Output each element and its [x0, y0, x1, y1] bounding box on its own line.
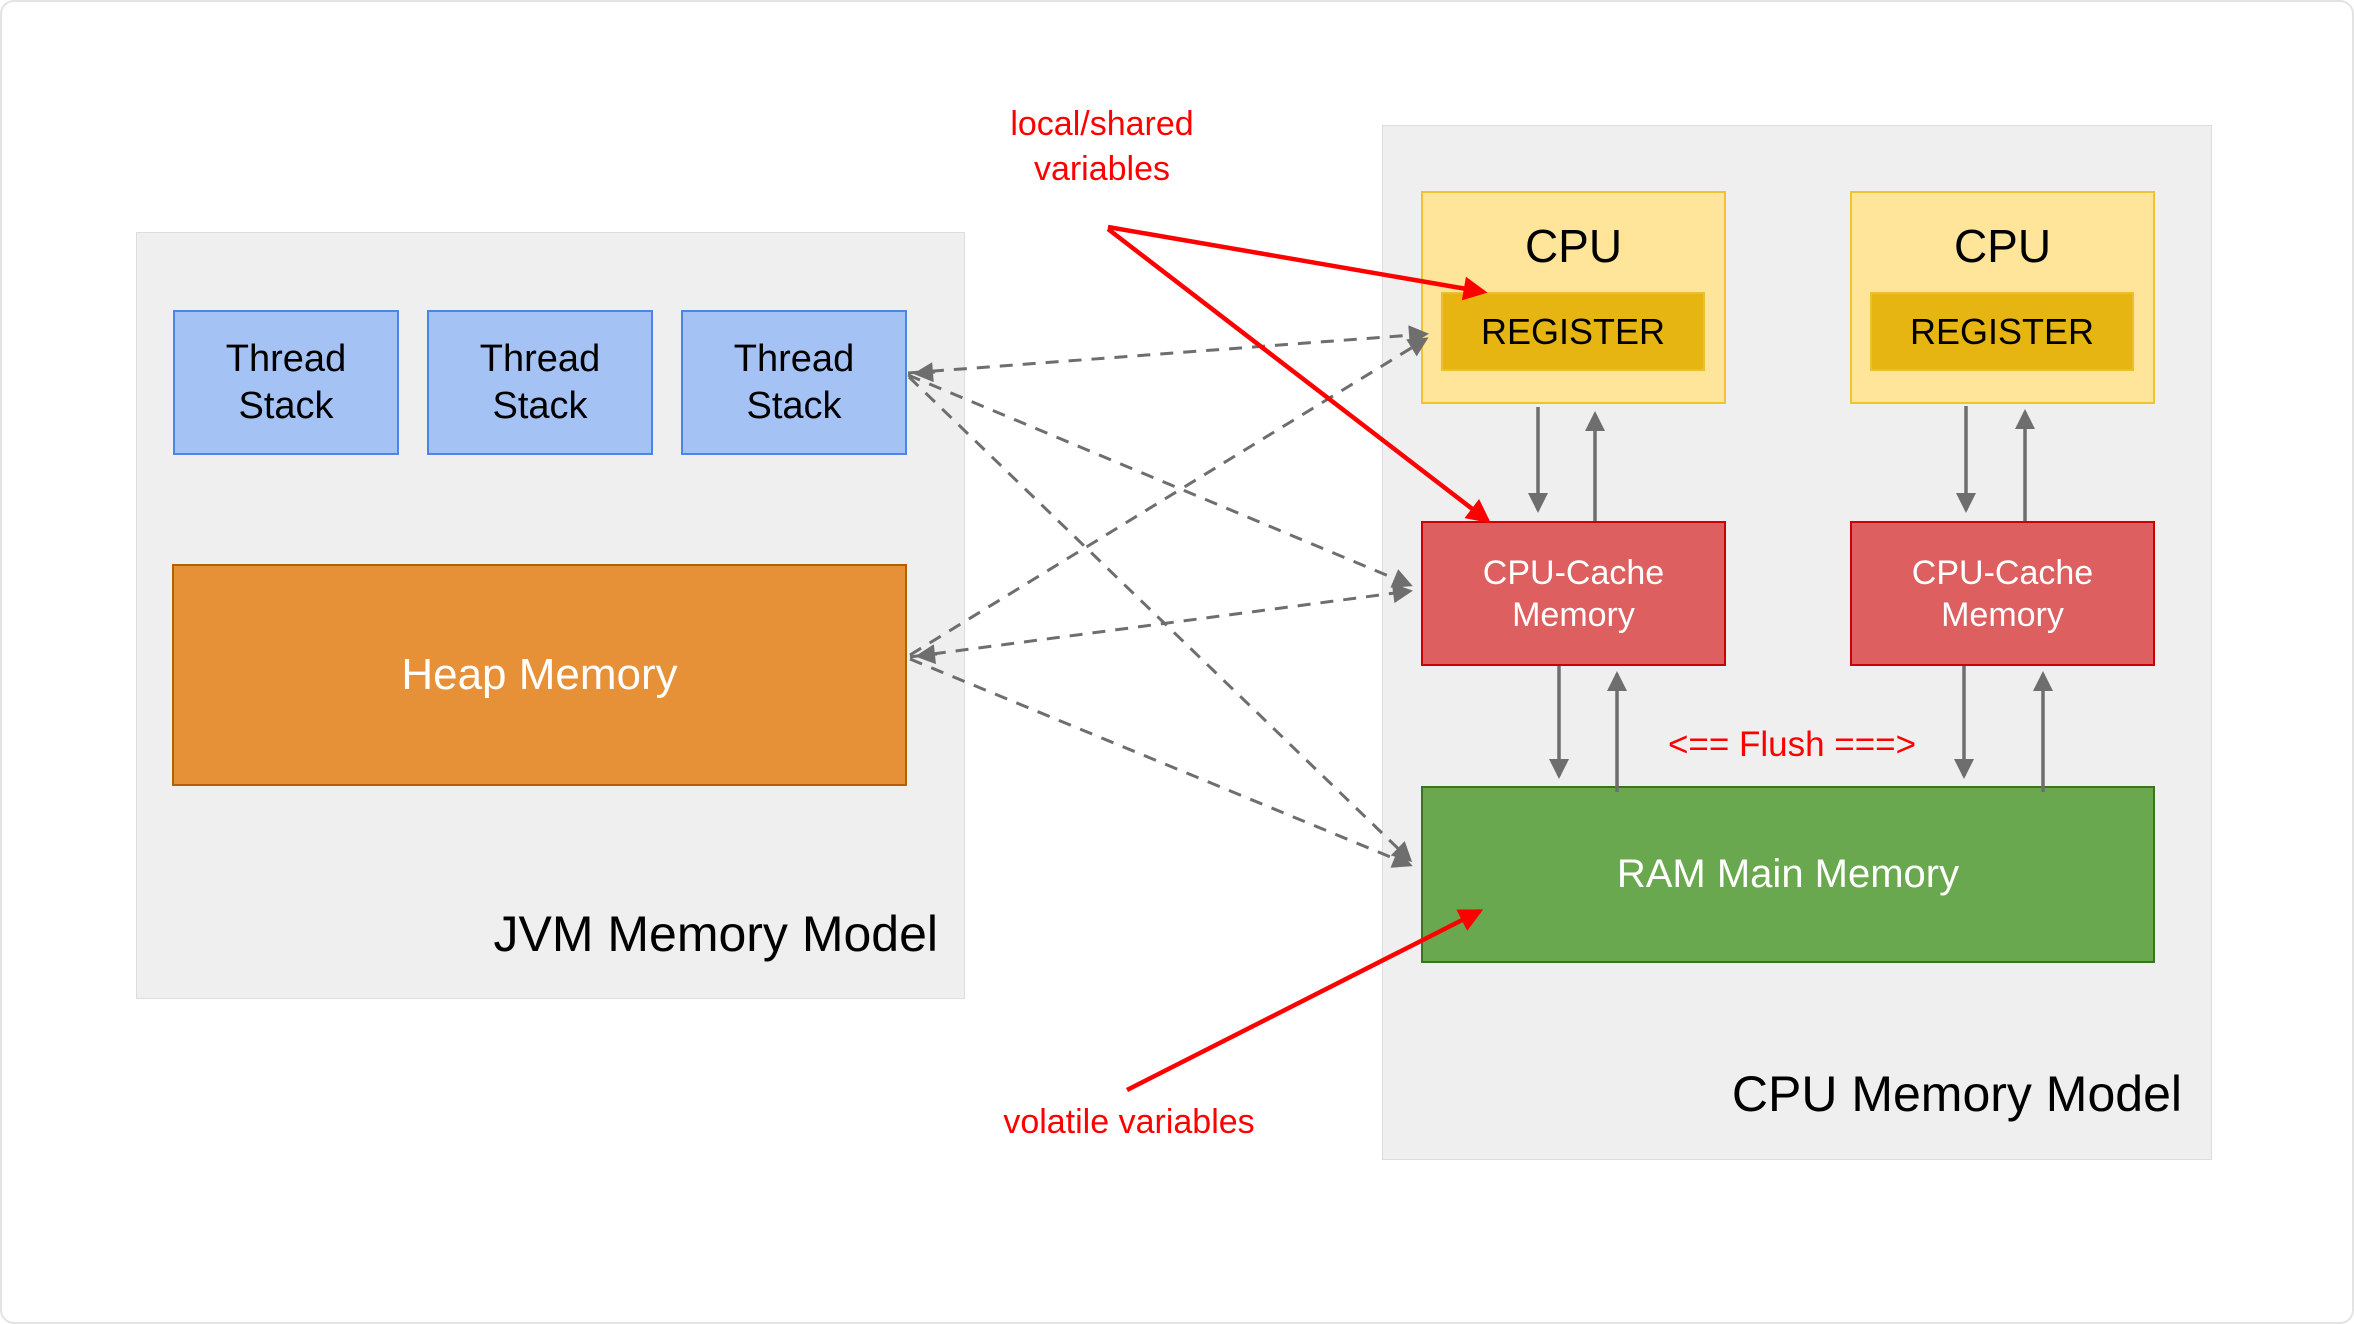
dashed-heap-to-ram [909, 657, 1413, 868]
heap-memory-box: Heap Memory [172, 564, 907, 786]
cpu-title-1: CPU [1524, 220, 1623, 272]
dashed-thread-to-register [907, 325, 1429, 375]
thread-stack-box-3: Thread Stack [681, 310, 907, 455]
jvm-panel-title: JVM Memory Model [493, 906, 938, 962]
ram-main-memory-box: RAM Main Memory [1421, 786, 2155, 963]
dashed-thread-to-cache [907, 373, 1413, 588]
register-box-1: REGISTER [1441, 292, 1705, 371]
dashed-thread-to-ram [907, 375, 1413, 863]
volatile-variables-label: volatile variables [1003, 1103, 1255, 1141]
thread-stack-box-2: Thread Stack [427, 310, 653, 455]
register-box-2: REGISTER [1870, 292, 2134, 371]
dashed-heap-to-register [909, 337, 1429, 657]
cpu-box-1: CPU REGISTER [1421, 191, 1726, 404]
flush-label: <== Flush ===> [1667, 725, 1917, 764]
thread-stack-box-1: Thread Stack [173, 310, 399, 455]
cpu-cache-box-1: CPU-Cache Memory [1421, 521, 1726, 666]
cpu-panel-title: CPU Memory Model [1731, 1066, 2182, 1122]
cpu-cache-box-2: CPU-Cache Memory [1850, 521, 2155, 666]
cpu-title-2: CPU [1953, 220, 2052, 272]
local-shared-variables-label: local/shared variables [1010, 105, 1194, 188]
cpu-box-2: CPU REGISTER [1850, 191, 2155, 404]
dashed-heap-to-cache [909, 583, 1413, 659]
